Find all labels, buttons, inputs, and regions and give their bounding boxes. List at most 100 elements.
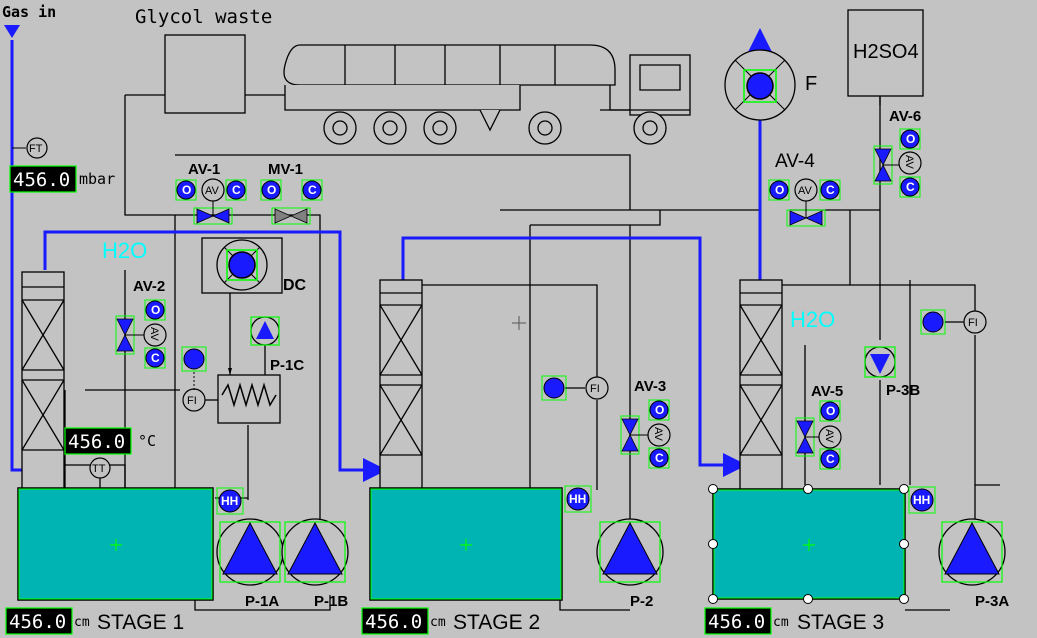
temperature-readout: 456.0 <box>64 427 132 455</box>
mv1-open-button[interactable]: O <box>260 179 282 201</box>
svg-text:456.0: 456.0 <box>13 169 70 191</box>
svg-text:TT: TT <box>92 463 106 475</box>
pump-p3b[interactable] <box>864 346 896 378</box>
glycol-waste-tank <box>164 34 246 114</box>
scrubber-column-2 <box>379 279 423 491</box>
av2-close-button[interactable]: C <box>144 347 166 369</box>
stage3-tank[interactable] <box>708 484 909 604</box>
av4-close-button[interactable]: C <box>819 179 841 201</box>
stage3-cm-unit: cm <box>773 615 789 630</box>
valve-mv1[interactable] <box>271 207 311 225</box>
stage1-hh-alarm[interactable]: HH <box>216 487 244 515</box>
stage2-cm-unit: cm <box>430 615 446 630</box>
svg-text:FI: FI <box>187 395 197 407</box>
valve-av3[interactable]: AV <box>620 415 671 455</box>
stage1-level-readout: 456.0 <box>5 607 73 635</box>
gas-in-label: Gas in <box>2 3 56 21</box>
tanker-truck-icon <box>283 44 691 145</box>
av5-close-button[interactable]: C <box>819 448 841 470</box>
stage2-tank[interactable] <box>369 487 563 601</box>
valve-av6[interactable]: AV <box>873 145 922 185</box>
fi-instrument-1[interactable]: FI <box>182 388 206 412</box>
stage2-label: STAGE 2 <box>453 611 540 634</box>
av4-label: AV-4 <box>775 151 815 172</box>
svg-text:HH: HH <box>569 492 586 506</box>
fan-f[interactable] <box>724 49 796 121</box>
av5-open-button[interactable]: O <box>819 400 841 422</box>
svg-text:FT: FT <box>29 143 43 155</box>
stage1-tank[interactable] <box>17 487 214 601</box>
pump-p3a[interactable] <box>938 518 1006 586</box>
svg-text:456.0: 456.0 <box>708 611 765 633</box>
svg-text:456.0: 456.0 <box>68 431 125 453</box>
flow-lamp-3 <box>920 309 964 335</box>
stage3-hh-alarm[interactable]: HH <box>908 486 936 514</box>
gas-in-arrow-icon <box>4 25 20 38</box>
av2-open-button[interactable]: O <box>144 299 166 321</box>
p1a-label: P-1A <box>245 593 279 610</box>
scrubber-column-1 <box>21 271 65 491</box>
svg-text:O: O <box>267 183 276 197</box>
heat-exchanger <box>217 368 281 424</box>
av3-open-button[interactable]: O <box>648 399 670 421</box>
svg-text:C: C <box>906 180 915 194</box>
process-pipes <box>64 94 1000 611</box>
svg-text:C: C <box>232 183 241 197</box>
h2so4-label: H2SO4 <box>853 41 919 63</box>
stage3-label: STAGE 3 <box>797 611 884 634</box>
p2-label: P-2 <box>630 593 653 610</box>
stage2-level-readout: 456.0 <box>361 607 429 635</box>
gas-pressure-readout: 456.0 <box>9 165 77 193</box>
svg-text:AV: AV <box>652 427 664 442</box>
av2-label: AV-2 <box>133 278 165 295</box>
valve-av5[interactable]: AV <box>795 417 842 457</box>
svg-text:C: C <box>826 183 835 197</box>
fan-dc[interactable] <box>201 237 283 294</box>
pump-p1a[interactable] <box>216 518 284 586</box>
av1-open-button[interactable]: O <box>175 179 197 201</box>
flow-lamp-2 <box>541 375 586 401</box>
flow-lamp-1 <box>181 346 207 390</box>
pump-p2[interactable] <box>596 518 664 586</box>
svg-text:FI: FI <box>968 317 978 329</box>
av6-open-button[interactable]: O <box>899 128 921 150</box>
fan-f-label: F <box>805 73 817 95</box>
p3b-label: P-3B <box>886 382 920 399</box>
av3-label: AV-3 <box>634 378 666 395</box>
av3-close-button[interactable]: C <box>648 447 670 469</box>
svg-text:O: O <box>775 183 784 197</box>
svg-text:O: O <box>151 303 160 317</box>
degc-unit: °C <box>138 432 156 450</box>
fan-dc-label: DC <box>283 277 307 294</box>
mv1-label: MV-1 <box>268 161 303 178</box>
mbar-unit: mbar <box>79 170 115 188</box>
fi-instrument-3[interactable]: FI <box>963 310 987 334</box>
svg-text:AV: AV <box>148 327 160 342</box>
svg-text:HH: HH <box>913 493 930 507</box>
svg-text:C: C <box>655 451 664 465</box>
av6-close-button[interactable]: C <box>899 176 921 198</box>
valve-av2[interactable]: AV <box>115 315 167 355</box>
tt-instrument[interactable]: TT <box>89 457 111 479</box>
av1-close-button[interactable]: C <box>225 179 247 201</box>
svg-text:HH: HH <box>221 494 238 508</box>
av5-label: AV-5 <box>811 383 843 400</box>
stage2-hh-alarm[interactable]: HH <box>564 485 592 513</box>
av4-open-button[interactable]: O <box>768 179 790 201</box>
scrubber-column-3 <box>739 279 783 491</box>
valve-av1[interactable]: AV <box>193 178 233 225</box>
pump-p1b[interactable] <box>281 518 349 586</box>
h2o-label-2: H2O <box>790 307 835 332</box>
h2so4-tank <box>847 9 924 97</box>
svg-text:O: O <box>655 403 664 417</box>
svg-text:O: O <box>906 132 915 146</box>
ft-instrument[interactable]: FT <box>12 137 48 159</box>
mv1-close-button[interactable]: C <box>301 179 323 201</box>
pump-p1c[interactable] <box>250 316 280 346</box>
svg-text:AV: AV <box>823 429 835 444</box>
valve-av4[interactable]: AV <box>786 178 826 227</box>
p1c-label: P-1C <box>270 357 304 374</box>
fi-instrument-2[interactable]: FI <box>585 376 609 400</box>
crosshair-marker <box>512 316 526 330</box>
svg-text:AV: AV <box>798 185 813 197</box>
